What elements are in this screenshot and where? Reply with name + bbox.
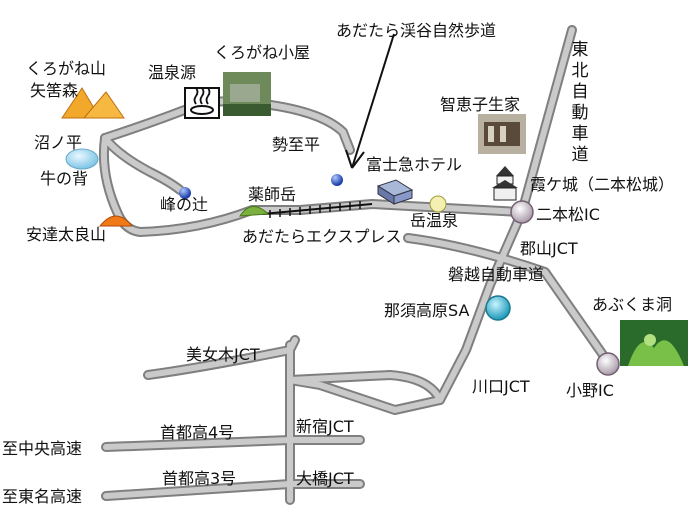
- interchange-icon: [510, 200, 534, 224]
- label-kasumigajo: 霞ケ城（二本松城）: [530, 175, 675, 194]
- marker-icon: [331, 174, 343, 186]
- label-ohashi-jct: 大橋JCT: [296, 469, 354, 488]
- label-chieko-house: 智恵子生家: [440, 95, 521, 114]
- label-adatara-express: あだたらエクスプレス: [242, 227, 402, 246]
- cable-car-icon: [261, 201, 373, 218]
- label-adatara-taroyama: 安達太良山: [26, 225, 107, 244]
- label-nasu-sa: 那須高原SA: [384, 301, 470, 320]
- label-shutoko-4: 首都高4号: [160, 423, 235, 442]
- label-yakushidake: 薬師岳: [248, 185, 297, 204]
- label-kurogane-yama: くろがね山: [26, 59, 107, 78]
- mountain-icon: [61, 87, 125, 119]
- label-ushinose: 牛の背: [40, 169, 89, 188]
- hot-spring-icon: [184, 87, 220, 119]
- label-kurogane-koya: くろがね小屋: [214, 43, 311, 62]
- label-shinjuku-jct: 新宿JCT: [296, 417, 354, 436]
- mountain-icon: [239, 206, 270, 217]
- label-to-tomei: 至東名高速: [2, 487, 83, 506]
- hotel-icon: [376, 179, 414, 205]
- label-numanotaira: 沼ノ平: [34, 133, 83, 152]
- label-koriyama-jct: 郡山JCT: [520, 239, 578, 258]
- label-dake-onsen: 岳温泉: [410, 211, 459, 230]
- photo-icon: [478, 114, 526, 154]
- interchange-icon: [596, 352, 620, 376]
- label-shutoko-3: 首都高3号: [162, 469, 237, 488]
- photo-icon: [620, 320, 688, 366]
- label-yahazumori: 矢筈森: [30, 81, 79, 100]
- label-kawaguchi-jct: 川口JCT: [472, 377, 530, 396]
- marker-icon: [179, 187, 191, 199]
- label-banetsu-expwy: 磐越自動車道: [448, 265, 545, 284]
- label-tohoku-expwy: 東北自動車道: [571, 40, 589, 165]
- label-bijogi-jct: 美女木JCT: [186, 345, 260, 364]
- label-seishidaira: 勢至平: [272, 135, 321, 154]
- label-abukuma-cave: あぶくま洞: [592, 295, 673, 314]
- label-onsengen: 温泉源: [148, 63, 197, 82]
- label-ono-ic: 小野IC: [566, 381, 614, 400]
- label-fujikyu-hotel: 富士急ホテル: [366, 155, 463, 174]
- label-nihonmatsu-ic: 二本松IC: [536, 205, 600, 224]
- interchange-icon: [485, 295, 511, 321]
- marker-icon: [345, 33, 395, 169]
- castle-icon: [492, 166, 518, 201]
- pond-icon: [65, 148, 99, 170]
- mountain-icon: [98, 215, 134, 227]
- marker-icon: [429, 195, 447, 213]
- label-trail: あだたら渓谷自然歩道: [336, 21, 497, 40]
- label-to-chuo: 至中央高速: [2, 439, 83, 458]
- label-minenotsuji: 峰の辻: [160, 195, 209, 214]
- photo-icon: [223, 72, 271, 116]
